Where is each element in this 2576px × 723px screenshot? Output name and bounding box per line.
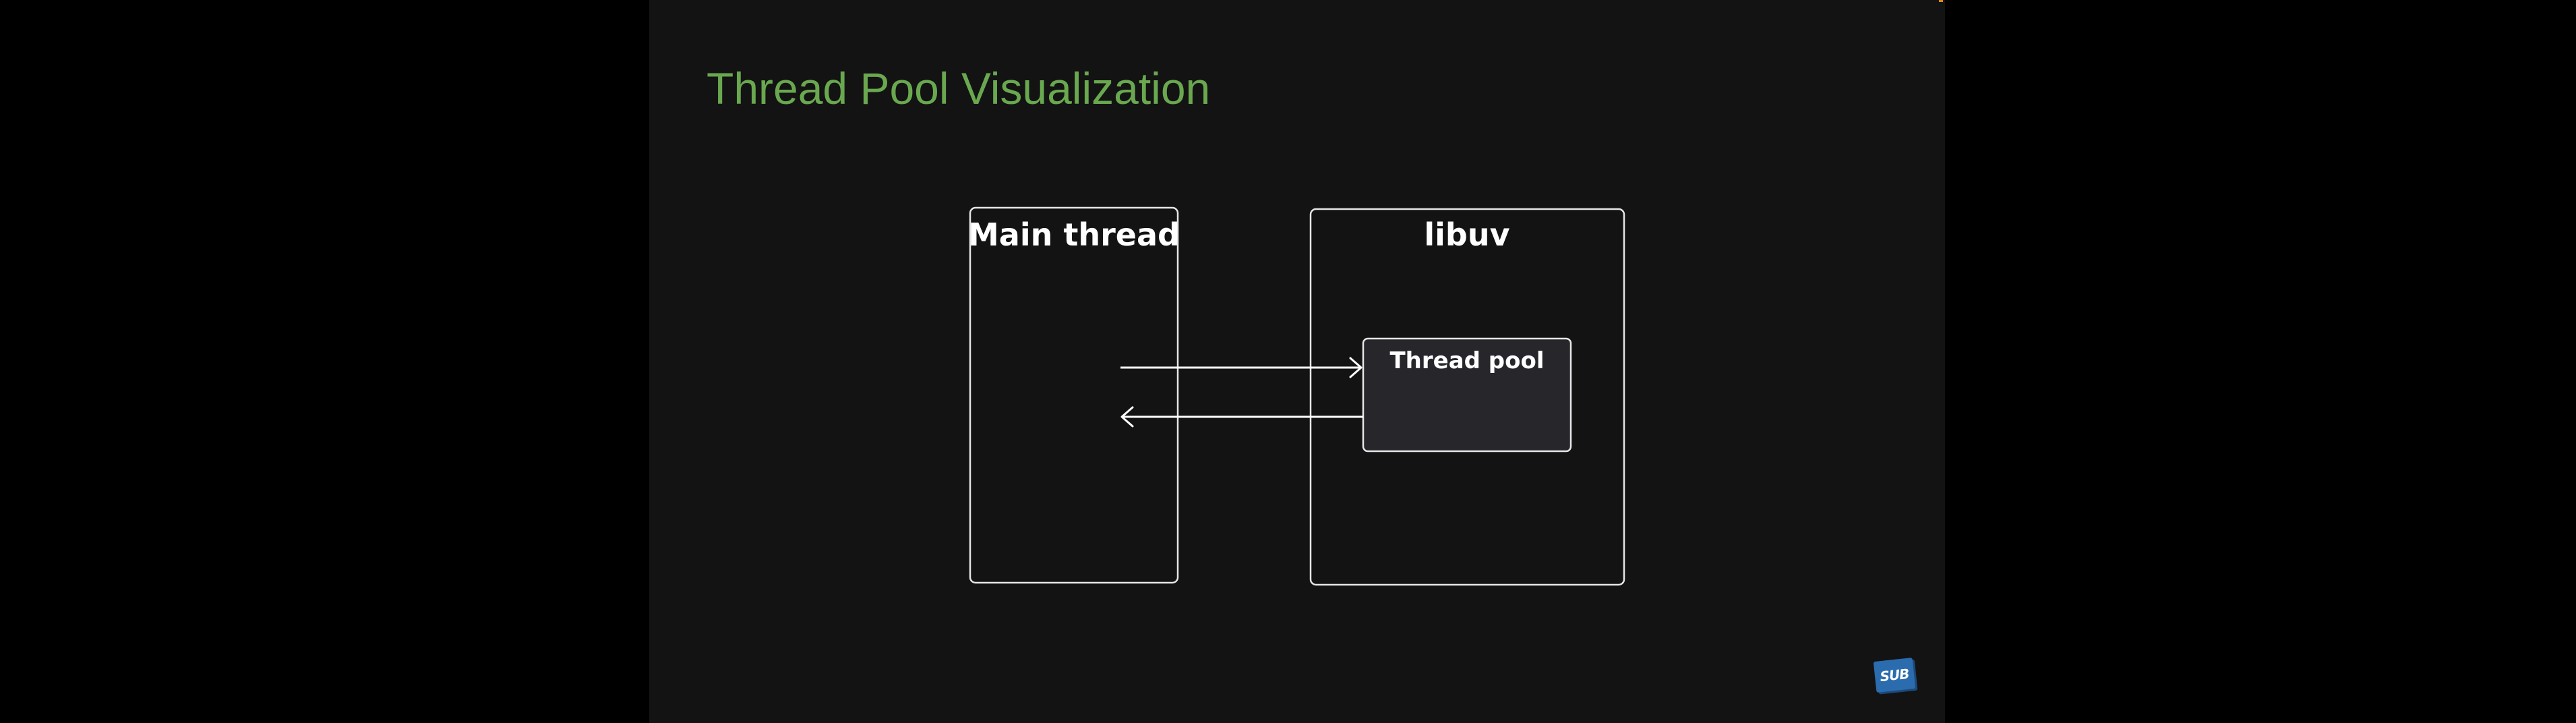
thread-pool-box-outline [1362, 337, 1572, 453]
main-thread-label: Main thread [968, 216, 1180, 253]
sub-badge-logo: SUB [1873, 658, 1916, 693]
slide-title: Thread Pool Visualization [707, 63, 1211, 113]
libuv-box-outline [1309, 208, 1625, 586]
corner-mark [1939, 0, 1943, 2]
thread-pool-box: Thread pool [1362, 337, 1572, 453]
sub-badge-label: SUB [1879, 665, 1910, 685]
thread-pool-diagram: Main thread libuv Thread pool [968, 206, 1625, 586]
main-thread-box: Main thread [968, 206, 1180, 584]
slide: Thread Pool Visualization Main thread li… [649, 0, 1945, 723]
main-thread-box-outline [969, 206, 1179, 584]
thread-pool-label: Thread pool [1389, 347, 1544, 374]
arrow-to-main-thread [1120, 406, 1363, 428]
libuv-box: libuv [1309, 208, 1625, 586]
libuv-label: libuv [1424, 216, 1509, 253]
arrow-to-thread-pool [1120, 357, 1362, 378]
